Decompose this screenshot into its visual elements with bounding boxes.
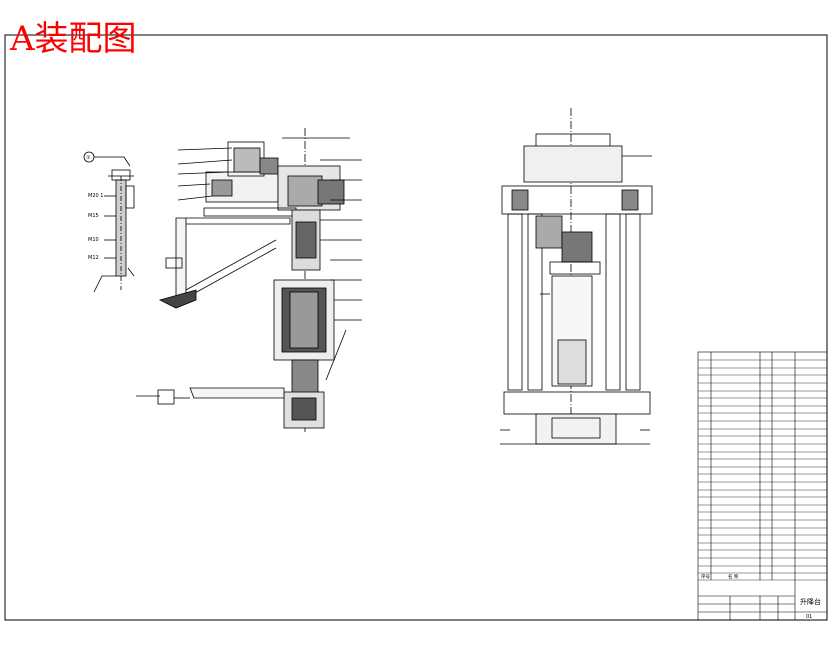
detail-view xyxy=(83,151,135,293)
sheet-title: A装配图 xyxy=(9,19,137,59)
bom-rows xyxy=(698,359,827,581)
front-view xyxy=(500,108,653,446)
detail-text-1: M20 1 xyxy=(88,193,103,199)
drawing-name: 升降台 xyxy=(800,597,821,606)
bom-table xyxy=(697,351,828,621)
detail-text-2: M15 xyxy=(88,213,99,219)
detail-labels: ① M20 1 M15 M10 M12 xyxy=(86,155,103,261)
drawing-frame xyxy=(4,34,828,621)
detail-text-3: M10 xyxy=(88,237,99,243)
detail-marker: ① xyxy=(86,155,91,161)
detail-text-4: M12 xyxy=(88,255,99,261)
bom-header-no: 序号 xyxy=(701,573,710,580)
section-view xyxy=(136,128,362,432)
bom-text: 序号 名 称 升降台 01 xyxy=(701,573,821,620)
sheet-number: 01 xyxy=(806,614,812,620)
bom-header-name: 名 称 xyxy=(728,573,739,580)
